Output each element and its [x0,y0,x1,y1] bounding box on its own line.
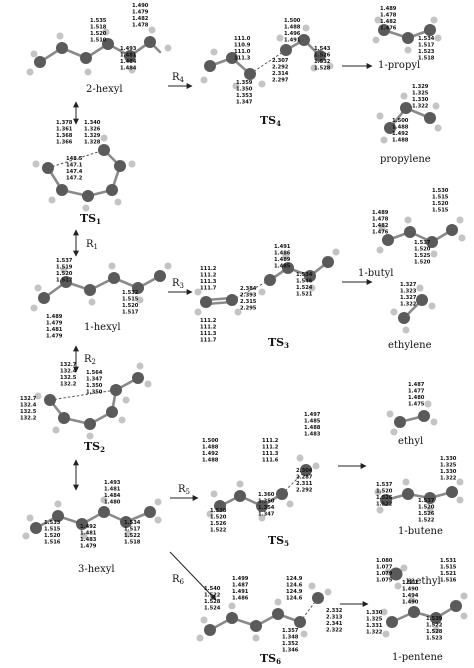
name-methyl: methyl [406,576,441,587]
molecule-1-propyl [372,16,442,54]
molecule-1-hexyl [30,262,172,312]
molecule-ts4 [200,24,334,90]
name-1-butyl: 1-butyl [358,268,393,279]
name-2-hexyl: 2-hexyl [86,84,123,95]
molecule-methyl [384,564,408,590]
name-ts5: TS5 [268,534,289,548]
molecule-ts2 [34,362,152,440]
label-r6: R6 [172,574,185,586]
label-r4: R4 [172,72,185,84]
name-1-propyl: 1-propyl [378,60,420,71]
molecule-1-butene [374,478,464,514]
molecule-ts5 [206,454,320,522]
name-ts1: TS1 [80,212,101,226]
name-ts3: TS3 [268,336,289,350]
name-1-pentene: 1-pentene [392,652,443,663]
molecule-ts6 [196,582,332,642]
label-r3: R3 [172,278,184,290]
molecule-ethyl [386,400,438,436]
arrow-r6 [169,551,217,601]
name-3-hexyl: 3-hexyl [78,564,115,575]
molecule-2-hexyl [26,26,172,76]
molecule-ts1 [32,134,136,212]
label-r2: R2 [84,354,96,366]
molecule-1-pentene [380,592,468,638]
name-1-butene: 1-butene [398,526,443,537]
name-ts6: TS6 [260,652,281,666]
molecule-3-hexyl [22,496,162,540]
name-1-hexyl: 1-hexyl [84,322,121,333]
name-propylene: propylene [380,154,431,165]
molecule-1-butyl [376,216,466,258]
name-ts2: TS2 [84,440,105,454]
label-r5: R5 [178,484,190,496]
name-ts4: TS4 [260,114,281,128]
molecule-ts3 [194,248,340,316]
name-ethyl: ethyl [398,436,423,447]
label-r1: R1 [86,239,98,251]
name-ethylene: ethylene [388,340,432,351]
molecule-ethylene [390,284,436,334]
molecule-propylene [376,92,442,144]
